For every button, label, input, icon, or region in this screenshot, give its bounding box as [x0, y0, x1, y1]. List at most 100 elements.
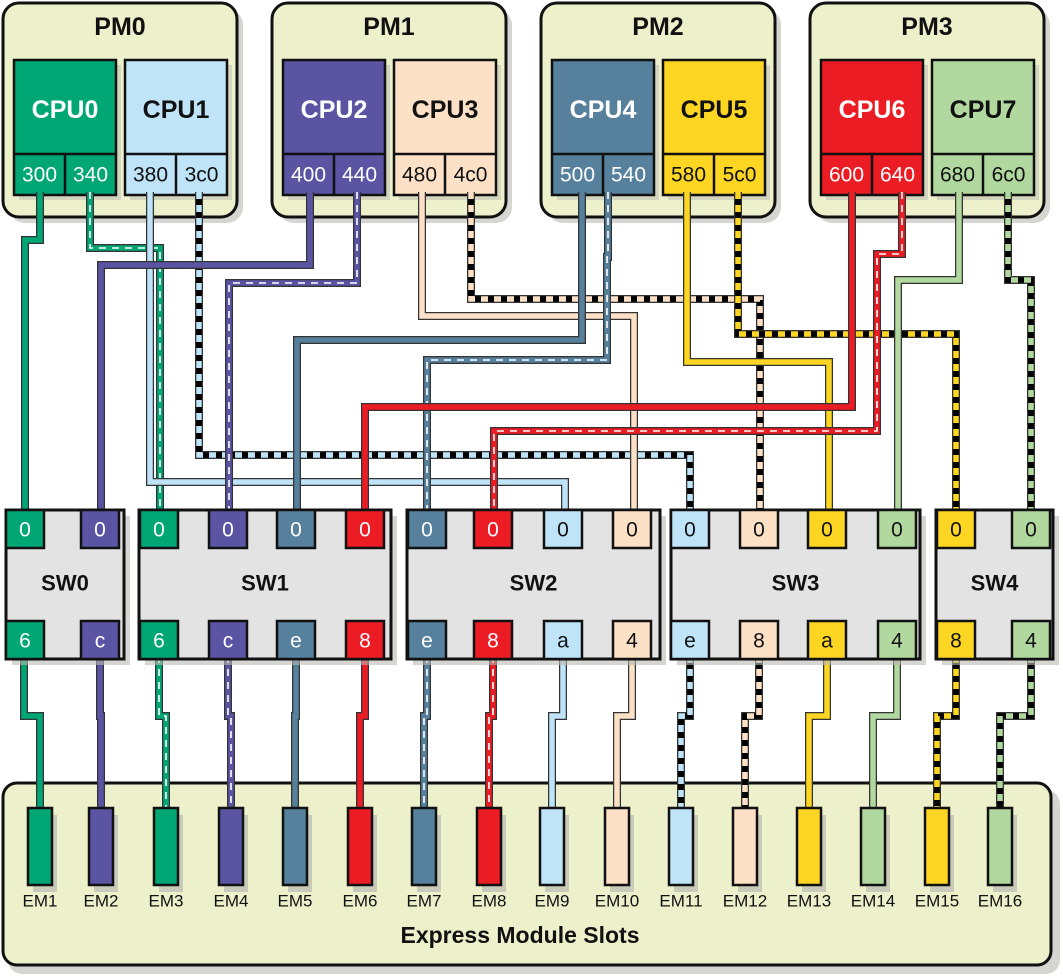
port-label: 0 — [684, 519, 696, 542]
port-box — [275, 508, 317, 550]
wire-dash — [426, 192, 609, 512]
wire-sw0-c-to-em2 — [96, 656, 105, 808]
wire-core — [196, 192, 693, 512]
root-port-440: 440 — [342, 164, 377, 187]
slot-body[interactable] — [667, 806, 695, 887]
slot-body[interactable] — [217, 806, 245, 887]
wire-dash — [227, 656, 232, 808]
switch-port-bottom: c — [207, 619, 249, 661]
slot-body[interactable] — [410, 806, 438, 887]
wire-dash — [158, 656, 167, 808]
switch-port-bottom: e — [275, 619, 317, 661]
port-box — [406, 508, 448, 550]
port-label: 0 — [487, 519, 499, 542]
port-label: a — [821, 630, 833, 653]
wire-outline — [894, 192, 963, 512]
wire-dash — [488, 656, 494, 808]
slot-body[interactable] — [923, 806, 951, 887]
wire-640-to-sw2-0 — [490, 192, 906, 512]
port-box — [611, 619, 653, 661]
em-slot-em9[interactable]: EM9 — [535, 806, 570, 911]
slot-body[interactable] — [346, 806, 374, 887]
port-label: 0 — [359, 519, 371, 542]
switch-port-top: 0 — [4, 508, 46, 550]
wire-6c0-to-sw4-0 — [1004, 192, 1035, 512]
em-slot-em16[interactable]: EM16 — [978, 806, 1022, 911]
em-slot-em7[interactable]: EM7 — [407, 806, 442, 911]
module-title: PM2 — [632, 13, 683, 41]
slot-label: EM7 — [407, 892, 442, 911]
em-slot-em11[interactable]: EM11 — [659, 806, 703, 911]
switch-port-bottom: 4 — [611, 619, 653, 661]
port-box — [542, 508, 584, 550]
cpu-label: CPU5 — [681, 96, 748, 124]
port-label: 4 — [1025, 630, 1037, 653]
port-box — [4, 619, 46, 661]
wire-core — [468, 192, 763, 512]
wire-core — [549, 656, 566, 808]
switch-port-bottom: e — [669, 619, 711, 661]
wire-340-to-sw1-0 — [86, 192, 164, 512]
slot-label: EM9 — [535, 892, 570, 911]
slot-body[interactable] — [603, 806, 631, 887]
em-slot-em10[interactable]: EM10 — [595, 806, 639, 911]
em-slot-em12[interactable]: EM12 — [723, 806, 767, 911]
slot-body[interactable] — [87, 806, 115, 887]
wire-sw2-4-to-em10 — [613, 656, 636, 808]
port-label: c — [95, 630, 106, 653]
connection-wires-layer — [20, 192, 1035, 808]
wire-sw1-8-to-em6 — [356, 656, 369, 808]
em-slot-em14[interactable]: EM14 — [851, 806, 895, 911]
switch-port-top: 0 — [935, 508, 977, 550]
slot-label: EM6 — [343, 892, 378, 911]
em-slot-em4[interactable]: EM4 — [214, 806, 249, 911]
port-box — [935, 619, 977, 661]
em-slot-em15[interactable]: EM15 — [915, 806, 959, 911]
em-slot-em3[interactable]: EM3 — [149, 806, 184, 911]
cpu-label: CPU7 — [950, 96, 1017, 124]
switch-port-bottom: 8 — [344, 619, 386, 661]
port-box — [207, 508, 249, 550]
slot-body[interactable] — [859, 806, 887, 887]
wire-core — [98, 192, 313, 512]
slot-body[interactable] — [281, 806, 309, 887]
wire-500-to-sw1-0 — [293, 192, 586, 512]
cpu-label: CPU4 — [570, 96, 637, 124]
switch-port-top: 0 — [138, 508, 180, 550]
em-slot-em2[interactable]: EM2 — [84, 806, 119, 911]
slot-label: EM1 — [23, 892, 58, 911]
slot-body[interactable] — [475, 806, 503, 887]
em-panel-title: Express Module Slots — [400, 922, 639, 948]
port-box — [1010, 619, 1052, 661]
slot-body[interactable] — [152, 806, 180, 887]
module-title: PM3 — [901, 13, 952, 41]
switch-port-bottom: 8 — [472, 619, 514, 661]
em-slot-em13[interactable]: EM13 — [787, 806, 831, 911]
em-slot-em5[interactable]: EM5 — [278, 806, 313, 911]
wire-5c0-to-sw4-0 — [734, 192, 960, 512]
switch-label: SW1 — [241, 571, 289, 596]
slot-body[interactable] — [26, 806, 54, 887]
slot-body[interactable] — [986, 806, 1014, 887]
slot-body[interactable] — [731, 806, 759, 887]
port-box — [1010, 508, 1052, 550]
port-label: 0 — [153, 519, 165, 542]
port-box — [275, 619, 317, 661]
wire-300-to-sw0-0 — [21, 192, 44, 512]
em-slot-em1[interactable]: EM1 — [23, 806, 58, 911]
port-box — [138, 619, 180, 661]
wire-sw2-8-to-em8 — [485, 656, 497, 808]
wire-core — [735, 192, 959, 512]
port-box — [79, 508, 121, 550]
port-box — [79, 619, 121, 661]
wire-sw3-e-to-em11 — [677, 656, 694, 808]
slot-label: EM16 — [978, 892, 1022, 911]
em-slot-em8[interactable]: EM8 — [472, 806, 507, 911]
em-slot-em6[interactable]: EM6 — [343, 806, 378, 911]
port-label: 8 — [950, 630, 962, 653]
slot-body[interactable] — [538, 806, 566, 887]
slot-body[interactable] — [795, 806, 823, 887]
